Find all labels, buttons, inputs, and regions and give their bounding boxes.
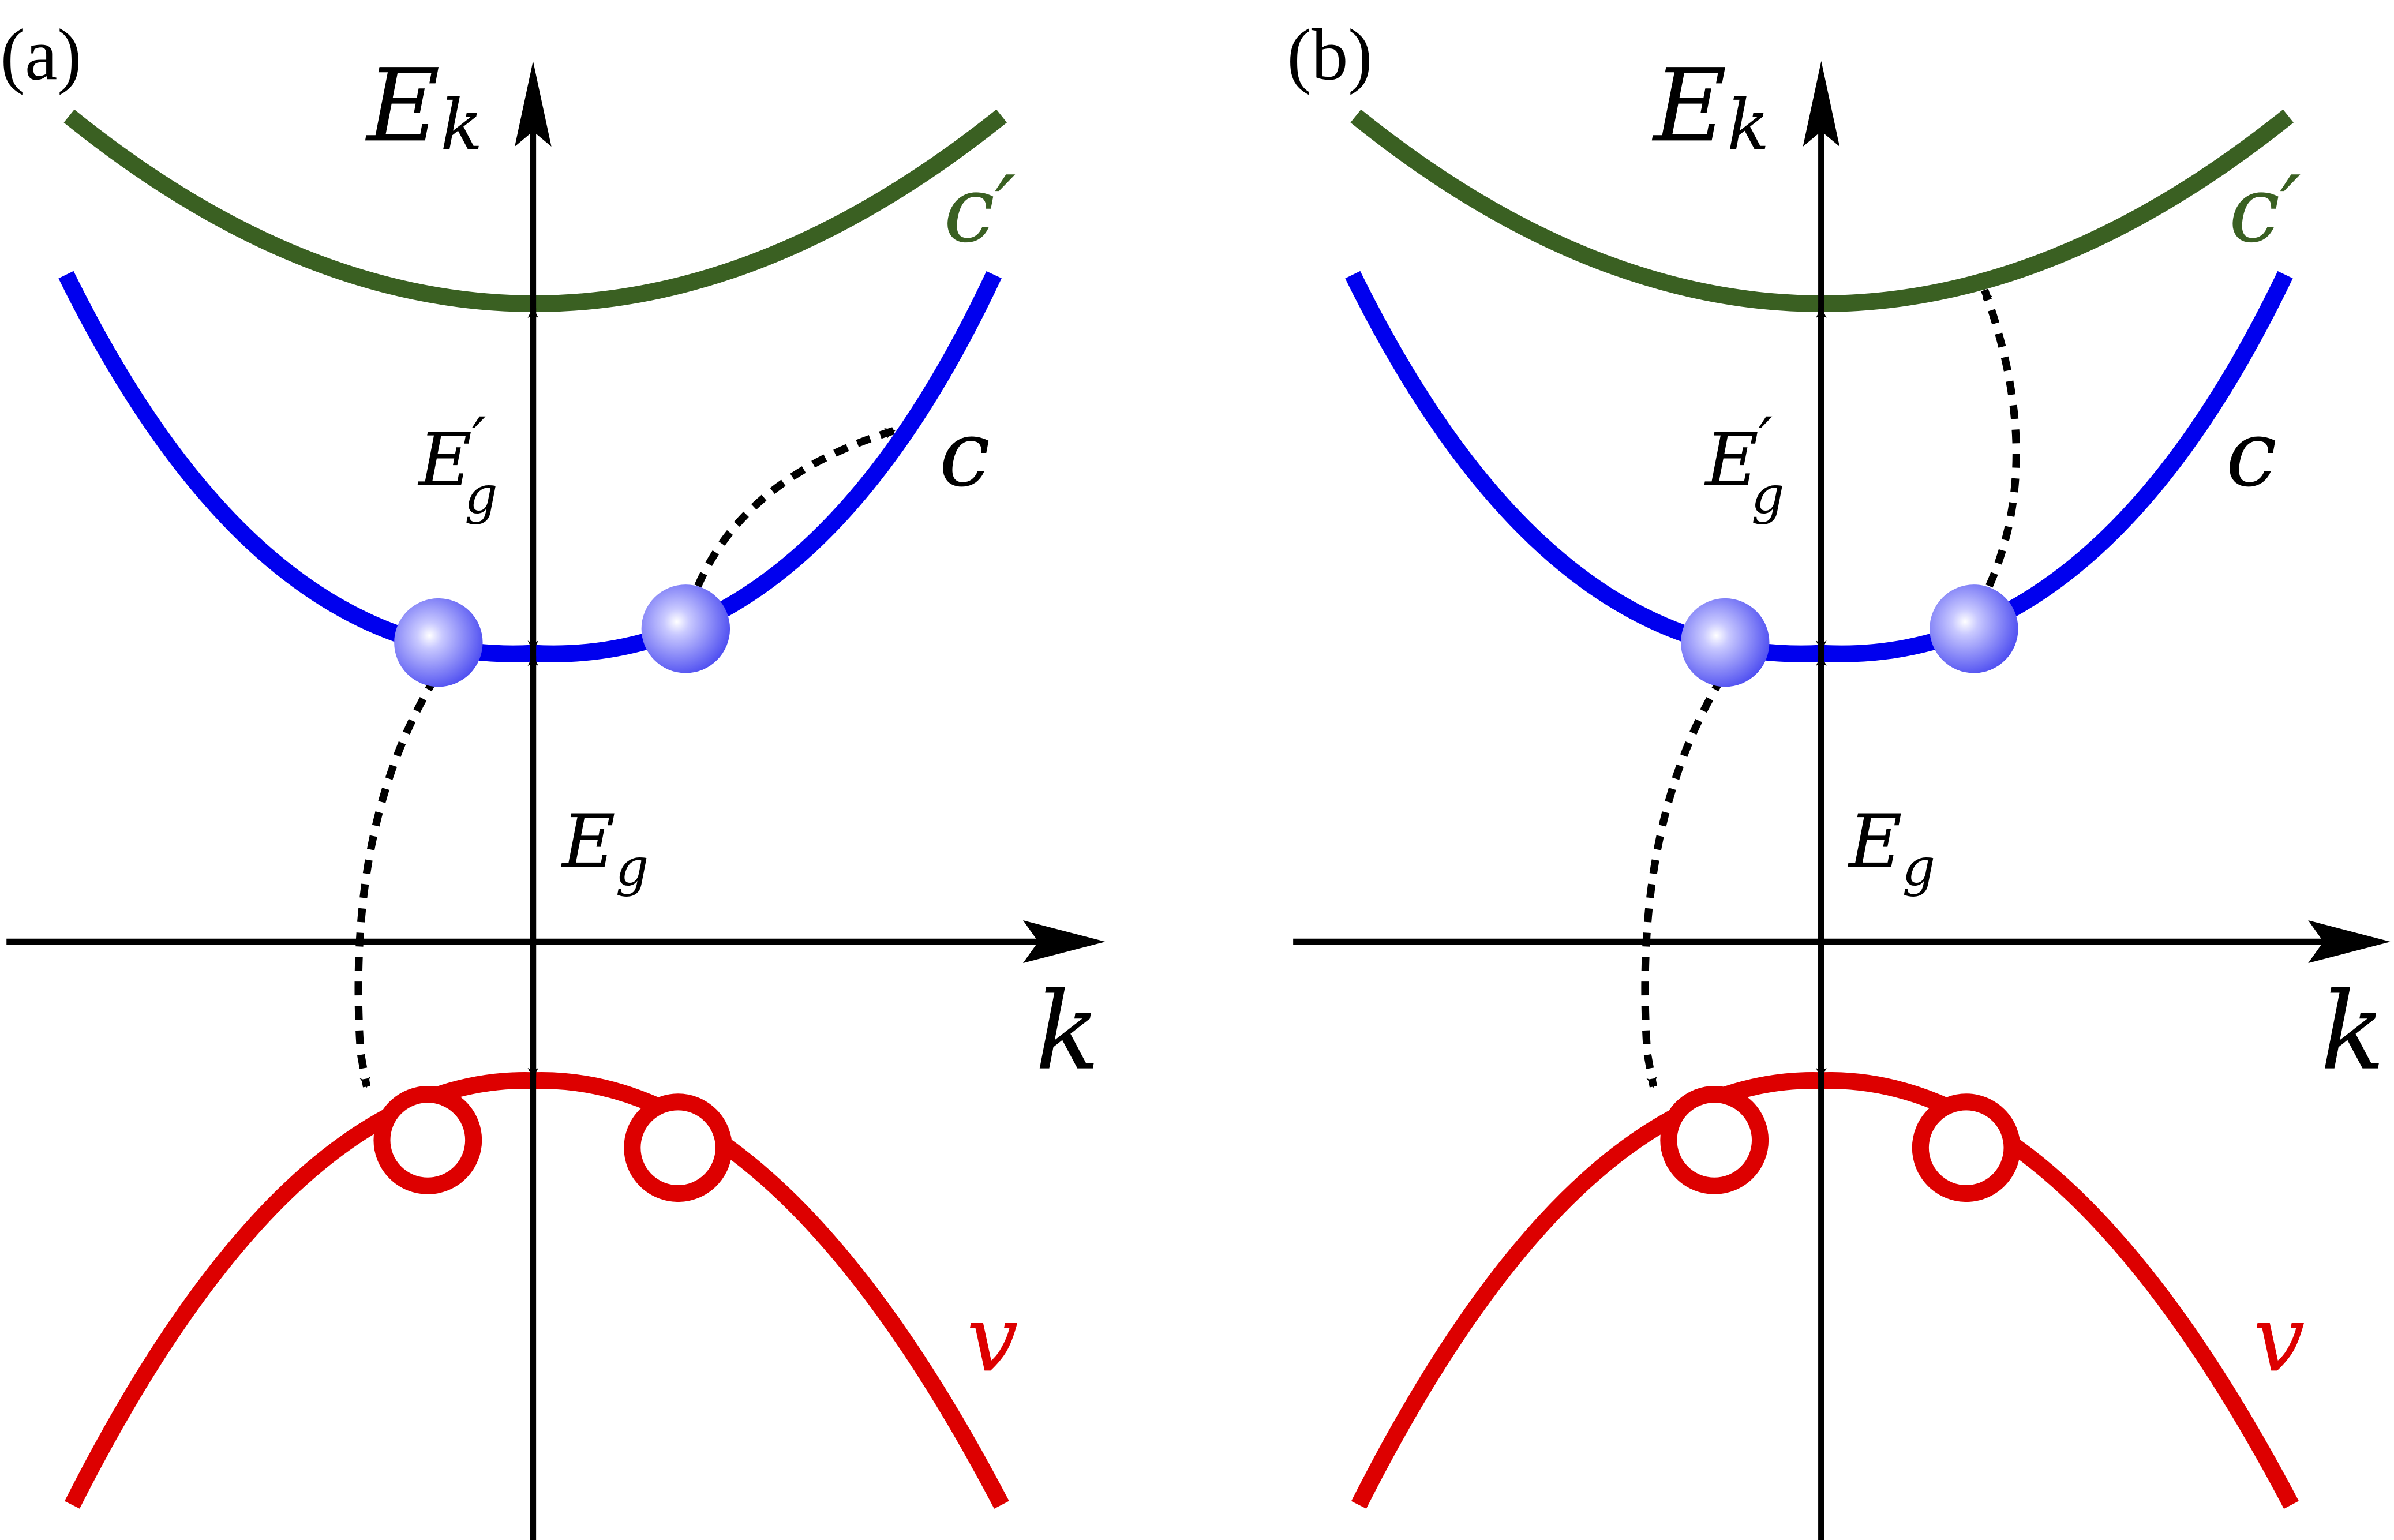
- band-label-v-a: v: [966, 1286, 1018, 1392]
- momentum-axis-arrow-a: [1022, 920, 1106, 964]
- band-label-c-a: c: [939, 401, 990, 507]
- band-v-a: [65, 1072, 1009, 1509]
- band-label-c-prime-a: c′: [943, 157, 1016, 263]
- hole-a-2: [624, 1093, 733, 1202]
- transition-c-to-v-a: [354, 676, 439, 1088]
- electron-a-2: [641, 584, 730, 673]
- panel-b: (b) Ek k E′g Eg c′ c v: [1287, 15, 2391, 1540]
- momentum-axis-label-a: k: [1035, 969, 1100, 1094]
- transition-c-to-c-prime-b: [1981, 288, 2020, 588]
- gap-label-eg-prime-a: E′g: [417, 404, 497, 526]
- energy-axis-label-a: Ek: [365, 47, 483, 166]
- electron-b-1: [1681, 598, 1770, 687]
- gap-label-eg-b: Eg: [1848, 799, 1935, 898]
- panel-a: (a) Ek k E′g Eg c′ c v: [1, 15, 1106, 1540]
- electron-b-2: [1930, 584, 2018, 673]
- band-label-c-b: c: [2226, 401, 2277, 507]
- gap-label-eg-a: Eg: [561, 799, 649, 898]
- momentum-axis-label-b: k: [2320, 969, 2385, 1094]
- hole-b-2: [1912, 1093, 2021, 1202]
- momentum-axis-arrow-b: [2308, 920, 2391, 964]
- energy-axis-label-b: Ek: [1651, 47, 1769, 166]
- band-label-v-b: v: [2253, 1286, 2305, 1392]
- transition-c-to-v-b: [1641, 676, 1726, 1088]
- electron-a-1: [394, 598, 483, 687]
- energy-axis-arrow-b: [1803, 61, 1840, 147]
- panel-label-b: (b): [1287, 15, 1373, 96]
- transition-c-to-c-a: [694, 426, 896, 588]
- gap-label-eg-prime-b: E′g: [1704, 404, 1784, 526]
- hole-b-1: [1660, 1086, 1769, 1194]
- hole-a-1: [373, 1086, 482, 1194]
- band-label-c-prime-b: c′: [2229, 157, 2301, 263]
- band-v-b: [1351, 1072, 2299, 1509]
- energy-axis-arrow-a: [515, 61, 552, 147]
- panel-label-a: (a): [1, 15, 82, 96]
